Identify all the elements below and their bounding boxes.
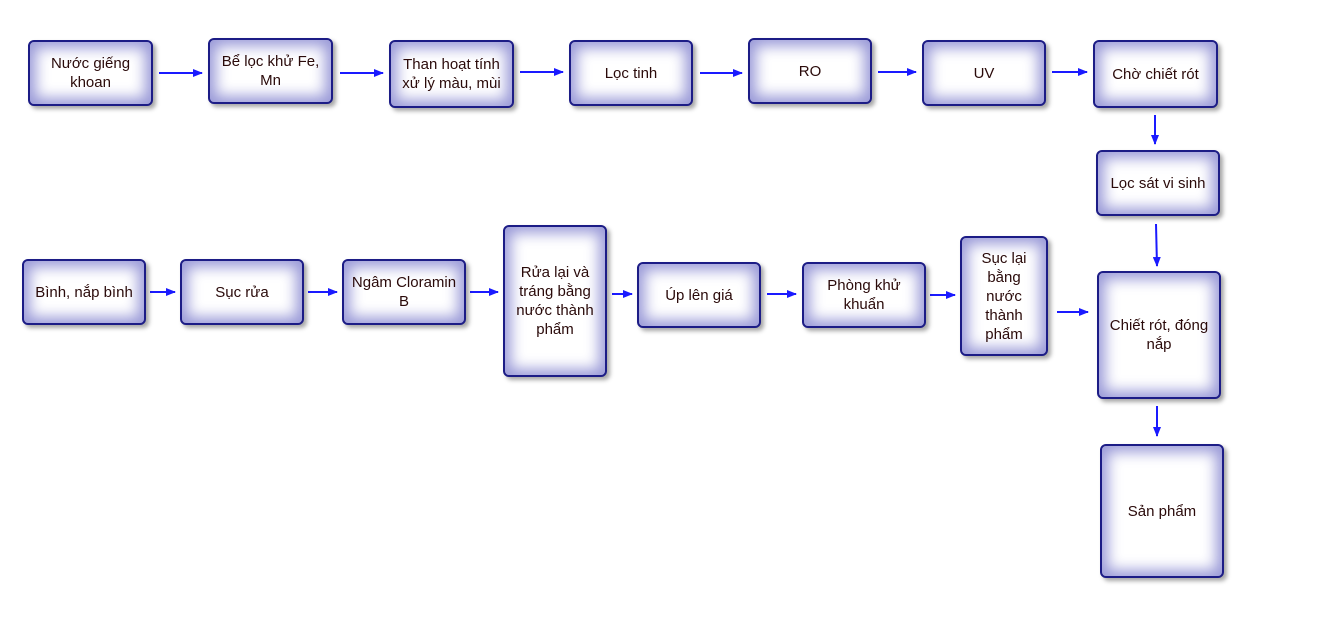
step-suc-rua: Sục rửa bbox=[180, 259, 304, 325]
step-san-pham: Sản phẩm bbox=[1100, 444, 1224, 578]
step-label: Phòng khử khuẩn bbox=[827, 277, 901, 313]
step-label: Sục rửa bbox=[215, 283, 269, 301]
step-label: Úp lên giá bbox=[665, 286, 733, 304]
step-label: Sục lại bằng nước thành phẩm bbox=[981, 249, 1027, 343]
step-label: Nước giếng khoan bbox=[50, 55, 131, 91]
arrow bbox=[1152, 223, 1161, 267]
step-label: Than hoạt tính xử lý màu, mùi bbox=[402, 56, 501, 92]
step-chiet-rot-dong-nap: Chiết rót, đóng nắp bbox=[1097, 271, 1221, 399]
step-nuoc-gieng-khoan: Nước giếng khoan bbox=[28, 40, 153, 106]
step-rua-lai-trang: Rửa lại và tráng bằng nước thành phẩm bbox=[503, 225, 607, 377]
step-loc-tinh: Lọc tinh bbox=[569, 40, 693, 106]
step-phong-khu-khuan: Phòng khử khuẩn bbox=[802, 262, 926, 328]
step-ro: RO bbox=[748, 38, 872, 104]
step-uv: UV bbox=[922, 40, 1046, 106]
step-label: Lọc tinh bbox=[604, 64, 658, 82]
step-label: Chiết rót, đóng nắp bbox=[1109, 317, 1209, 353]
step-label: Bể lọc khử Fe, Mn bbox=[221, 53, 320, 89]
step-up-len-gia: Úp lên giá bbox=[637, 262, 761, 328]
step-label: Lọc sát vi sinh bbox=[1110, 174, 1206, 192]
step-loc-sat-vi-sinh: Lọc sát vi sinh bbox=[1096, 150, 1220, 216]
step-label: Sản phẩm bbox=[1127, 502, 1197, 520]
step-label: Ngâm Cloramin B bbox=[351, 274, 457, 310]
step-ngam-cloramin-b: Ngâm Cloramin B bbox=[342, 259, 466, 325]
step-binh-nap-binh: Bình, nắp bình bbox=[22, 259, 146, 325]
step-label: Chờ chiết rót bbox=[1112, 65, 1199, 83]
step-label: UV bbox=[973, 64, 995, 82]
step-than-hoat-tinh: Than hoạt tính xử lý màu, mùi bbox=[389, 40, 514, 108]
step-cho-chiet-rot: Chờ chiết rót bbox=[1093, 40, 1218, 108]
step-be-loc-khu-fe-mn: Bể lọc khử Fe, Mn bbox=[208, 38, 333, 104]
step-label: Bình, nắp bình bbox=[35, 283, 133, 301]
step-label: RO bbox=[798, 62, 822, 80]
step-label: Rửa lại và tráng bằng nước thành phẩm bbox=[516, 264, 594, 338]
step-suc-lai: Sục lại bằng nước thành phẩm bbox=[960, 236, 1048, 356]
